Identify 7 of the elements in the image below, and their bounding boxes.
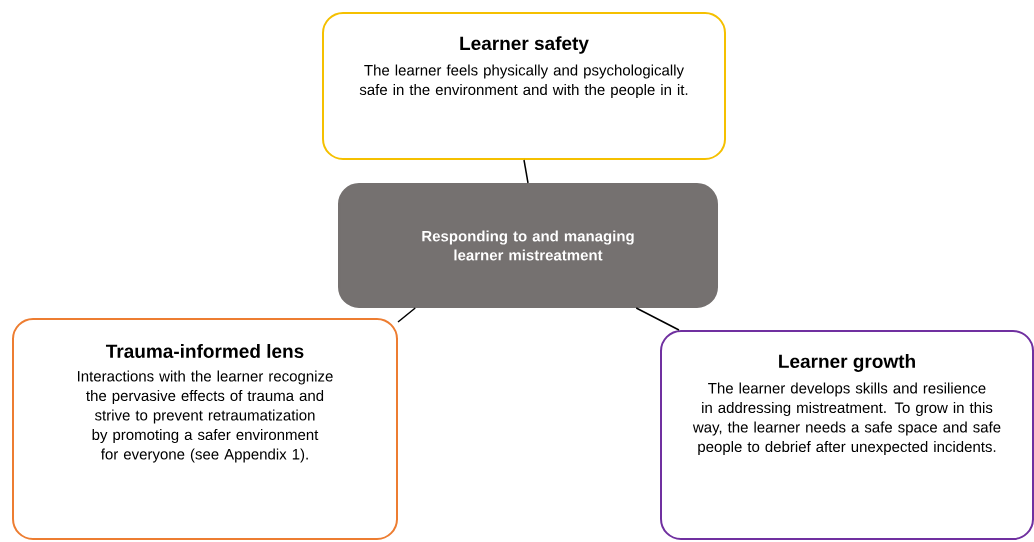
card-box: Learner safety The learner feels physically and psychologically safe in the environment and with the people in it. bbox=[322, 12, 726, 160]
connector-line bbox=[523, 159, 529, 184]
connector-line bbox=[397, 307, 416, 323]
card-box: Learner growth The learner develops skills and resilience in addressing mistreatment. To grow in this way, the learner needs a safe space and safe people to debrief after unexpected incidents. bbox=[660, 330, 1034, 540]
card-box: Trauma-informed lens Interactions with the learner recognize the pervasive effects of trauma and strive to prevent retraumatization by promoting a safer environment for everyone (see Appendix 1). bbox=[12, 318, 398, 540]
process-box: Responding to and managing learner mistreatment bbox=[338, 183, 718, 308]
connector-line bbox=[635, 307, 680, 331]
